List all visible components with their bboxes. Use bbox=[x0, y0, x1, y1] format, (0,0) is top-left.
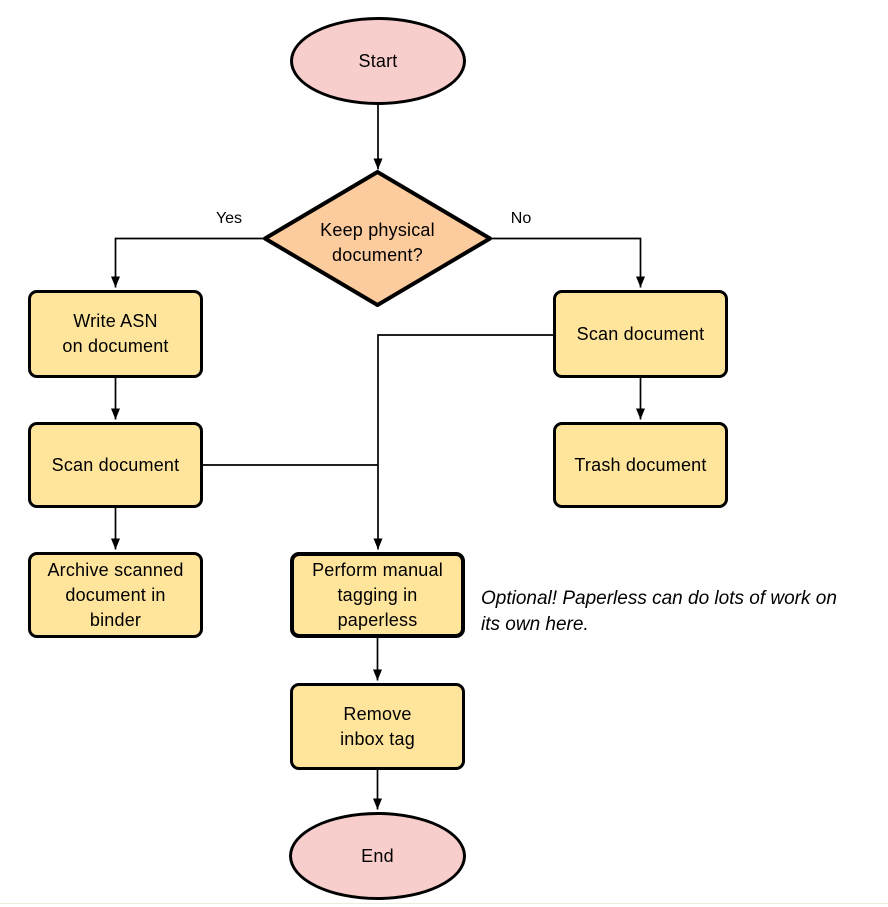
node-write-asn: Write ASN on document bbox=[28, 290, 203, 378]
edge-decision-yes bbox=[111, 237, 265, 288]
node-archive-binder: Archive scanned document in binder bbox=[28, 552, 203, 638]
edge-scan-right-tagging bbox=[373, 334, 553, 550]
node-start: Start bbox=[290, 17, 466, 105]
edge-decision-no bbox=[490, 237, 645, 288]
node-trash-document: Trash document bbox=[553, 422, 728, 508]
node-remove-inbox-tag: Remove inbox tag bbox=[290, 683, 465, 770]
node-scan-document-left: Scan document bbox=[28, 422, 203, 508]
node-manual-tagging: Perform manual tagging in paperless bbox=[290, 552, 465, 638]
bottom-divider bbox=[0, 903, 888, 904]
node-scan-document-right: Scan document bbox=[553, 290, 728, 378]
edge-label-no: No bbox=[510, 210, 532, 227]
annotation-note: Optional! Paperless can do lots of work … bbox=[481, 588, 837, 635]
node-end: End bbox=[289, 812, 466, 900]
node-decision-label: Keep physical document? bbox=[320, 220, 435, 265]
edge-label-yes: Yes bbox=[215, 210, 243, 227]
decision-diamond-shape bbox=[263, 170, 492, 307]
